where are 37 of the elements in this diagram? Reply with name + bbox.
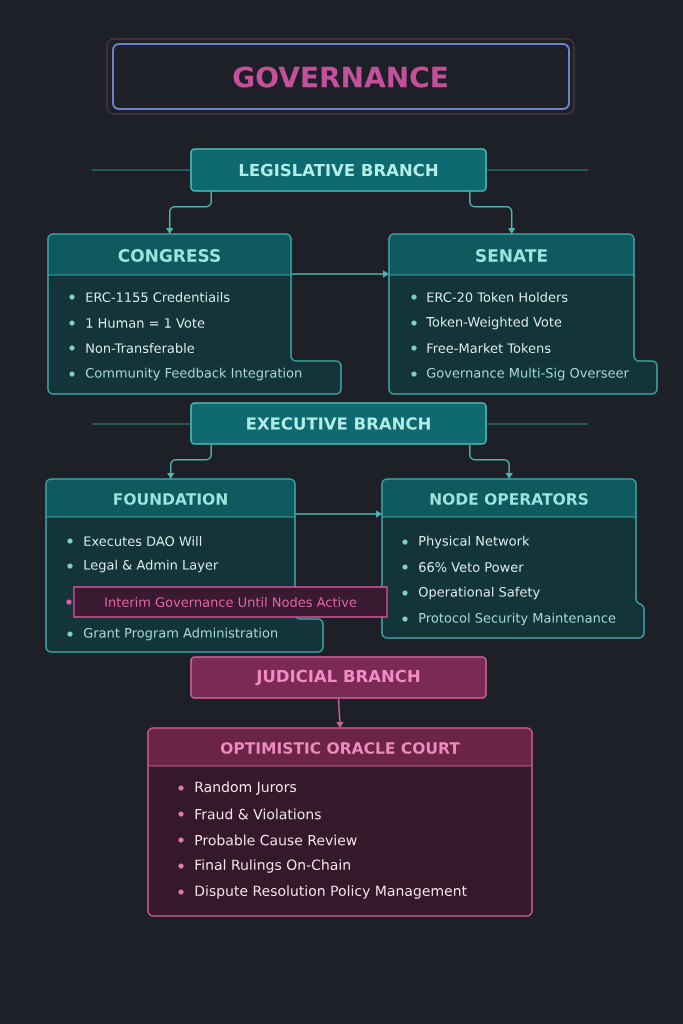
list-item: Token-Weighted Vote <box>426 316 562 330</box>
list-item: Non-Transferable <box>86 342 195 354</box>
arrow <box>166 191 212 234</box>
list-item: Final Rulings On-Chain <box>195 859 350 873</box>
branch-box: LEGISLATIVE BRANCH <box>190 148 487 192</box>
list-item: Dispute Resolution Policy Management <box>195 885 467 899</box>
list-item: Legal & Admin Layer <box>84 559 219 573</box>
card-heading: FOUNDATION <box>114 493 227 505</box>
list-item: ERC-20 Token Holders <box>427 291 568 303</box>
arrow <box>336 698 344 728</box>
title-box: GOVERNANCE <box>106 38 575 115</box>
list-item: Physical Network <box>419 535 530 549</box>
list-item: Executes DAO Will <box>84 535 202 547</box>
arrow <box>469 191 516 234</box>
list-item: Operational Safety <box>418 586 540 600</box>
arrow <box>290 270 389 278</box>
arrow <box>469 444 513 479</box>
list-item: 66% Veto Power <box>419 562 524 572</box>
list-item: Protocol Security Maintenance <box>419 612 616 626</box>
card-heading: CONGRESS <box>118 249 221 262</box>
list-item: Governance Multi-Sig Overseer <box>426 367 629 381</box>
branch-box: EXECUTIVE BRANCH <box>190 402 487 445</box>
list-item: Probable Cause Review <box>195 834 357 846</box>
list-item: Grant Program Administration <box>83 627 278 641</box>
list-item: Random Jurors <box>195 781 296 795</box>
arrow <box>167 444 212 479</box>
arrow <box>294 510 382 518</box>
list-item: 1 Human = 1 Vote <box>86 318 205 328</box>
list-item: Fraud & Violations <box>195 808 321 820</box>
list-item: Free-Market Tokens <box>427 342 551 354</box>
card-heading: OPTIMISTIC ORACLE COURT <box>220 742 460 754</box>
list-item: ERC-1155 Credentiails <box>86 291 230 303</box>
branch-box: JUDICIAL BRANCH <box>190 656 487 699</box>
card-heading: SENATE <box>476 249 547 262</box>
highlight-box: Interim Governance Until Nodes Active <box>73 586 388 618</box>
card-heading: NODE OPERATORS <box>430 493 588 505</box>
list-item: Community Feedback Integration <box>85 367 302 381</box>
